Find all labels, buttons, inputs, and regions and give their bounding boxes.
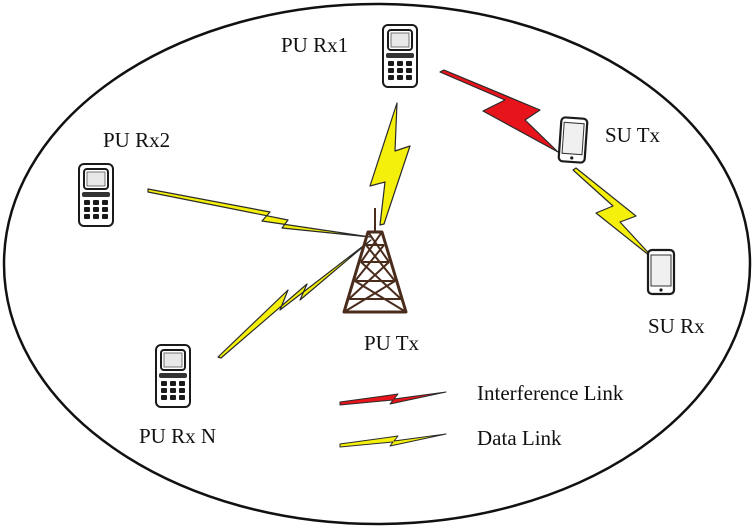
su-tx-phone-icon xyxy=(557,116,589,164)
legend-interference-label: Interference Link xyxy=(477,381,624,405)
data-links xyxy=(147,102,656,359)
data-link-sutx-to-surx xyxy=(572,167,656,261)
pu-rxn-label: PU Rx N xyxy=(139,424,216,448)
su-rx-label: SU Rx xyxy=(648,314,705,338)
data-link-tx-to-rxn xyxy=(217,239,372,359)
legend-data-swatch xyxy=(339,433,447,448)
pu-rx2-label: PU Rx2 xyxy=(103,128,170,152)
pu-rxn-phone-icon xyxy=(155,344,191,408)
legend-data-label: Data Link xyxy=(477,426,562,450)
data-link-tx-to-rx1 xyxy=(369,102,411,226)
interference-link-sutx-to-rx1 xyxy=(439,69,559,153)
pu-tx-label: PU Tx xyxy=(364,331,420,355)
su-tx-label: SU Tx xyxy=(605,123,661,147)
legend: Interference Link Data Link xyxy=(339,381,624,450)
pu-rx1-label: PU Rx1 xyxy=(281,33,348,57)
su-rx-phone-icon xyxy=(646,248,676,296)
pu-rx2-phone-icon xyxy=(78,163,114,227)
legend-interference-swatch xyxy=(339,391,447,406)
tower-icon xyxy=(342,208,408,314)
data-link-tx-to-rx2 xyxy=(147,188,371,238)
pu-rx1-phone-icon xyxy=(382,24,418,88)
